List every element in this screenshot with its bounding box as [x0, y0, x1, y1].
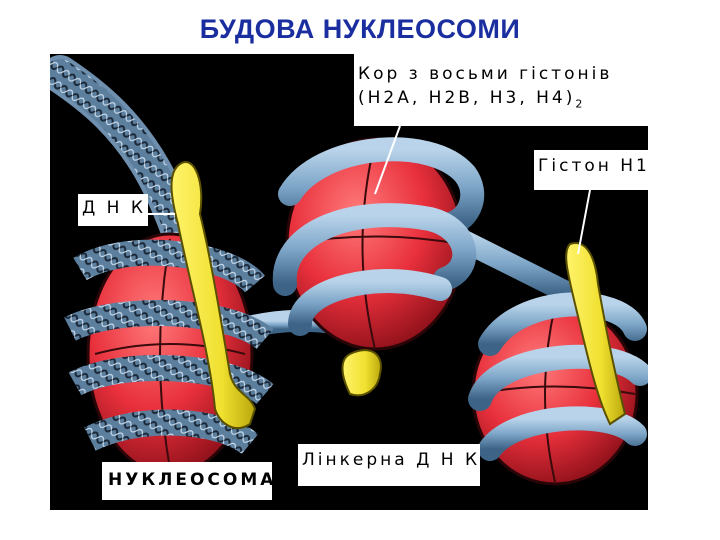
nucleosome-center — [285, 139, 472, 349]
label-dna: Д Н К — [78, 194, 148, 226]
label-nucleosome: НУКЛЕОСОМА — [102, 462, 272, 500]
page-title: БУДОВА НУКЛЕОСОМИ — [0, 14, 720, 45]
label-histone-core-line1: Кор з восьми гістонів — [358, 62, 644, 86]
label-histone-core: Кор з восьми гістонів (H2A, H2B, H3, H4)… — [354, 54, 648, 126]
label-histone-h1: Гістон H1 — [534, 150, 648, 190]
nucleosome-left — [70, 234, 265, 474]
nucleosome-diagram: Кор з восьми гістонів (H2A, H2B, H3, H4)… — [50, 54, 648, 510]
label-histone-core-line2: (H2A, H2B, H3, H4)2 — [358, 86, 644, 116]
label-histone-core-subscript: 2 — [575, 97, 585, 110]
coiled-dna-fiber — [60, 74, 190, 254]
label-linker-dna: Лінкерна Д Н К — [298, 444, 480, 486]
